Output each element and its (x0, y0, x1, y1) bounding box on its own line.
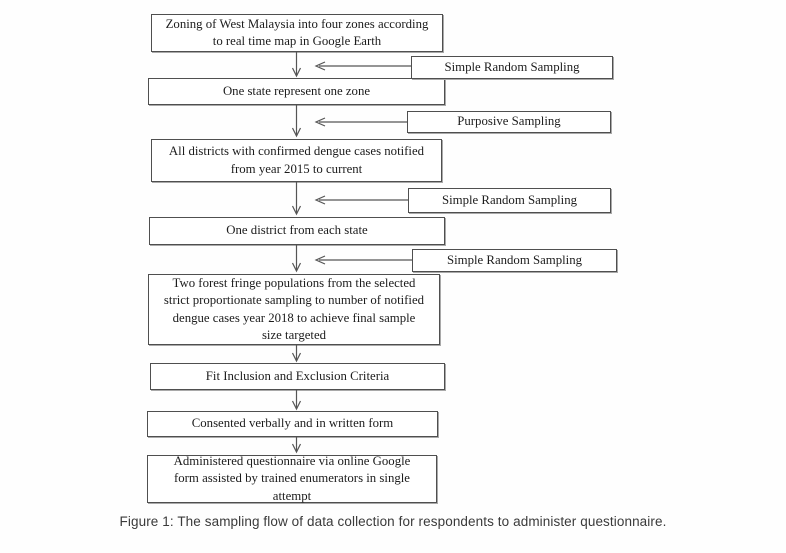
arrow-down-1 (291, 52, 302, 78)
arrow-down-7 (291, 437, 302, 454)
flow-box-one-state: One state represent one zone (148, 78, 445, 105)
side-box-simple-random-sampling-3: Simple Random Sampling (412, 249, 617, 272)
arrow-left-1 (314, 61, 411, 71)
arrow-down-3 (291, 182, 302, 216)
flow-box-forest-fringe: Two forest fringe populations from the s… (148, 274, 440, 345)
side-box-simple-random-sampling-1: Simple Random Sampling (411, 56, 613, 79)
arrow-left-2 (314, 117, 407, 127)
side-box-purposive-sampling: Purposive Sampling (407, 111, 611, 133)
arrow-down-4 (291, 245, 302, 273)
arrow-down-5 (291, 345, 302, 363)
figure-caption: Figure 1: The sampling flow of data coll… (119, 514, 667, 529)
flow-box-zoning: Zoning of West Malaysia into four zones … (151, 14, 443, 52)
flow-box-districts: All districts with confirmed dengue case… (151, 139, 442, 182)
flow-box-one-district: One district from each state (149, 217, 445, 245)
flow-box-questionnaire: Administered questionnaire via online Go… (147, 454, 437, 503)
side-box-simple-random-sampling-2: Simple Random Sampling (408, 188, 611, 213)
arrow-left-4 (314, 255, 412, 265)
arrow-down-6 (291, 390, 302, 411)
flow-box-criteria: Fit Inclusion and Exclusion Criteria (150, 363, 445, 390)
arrow-left-3 (314, 195, 408, 205)
flow-box-consent: Consented verbally and in written form (147, 411, 438, 437)
arrow-down-2 (291, 105, 302, 138)
